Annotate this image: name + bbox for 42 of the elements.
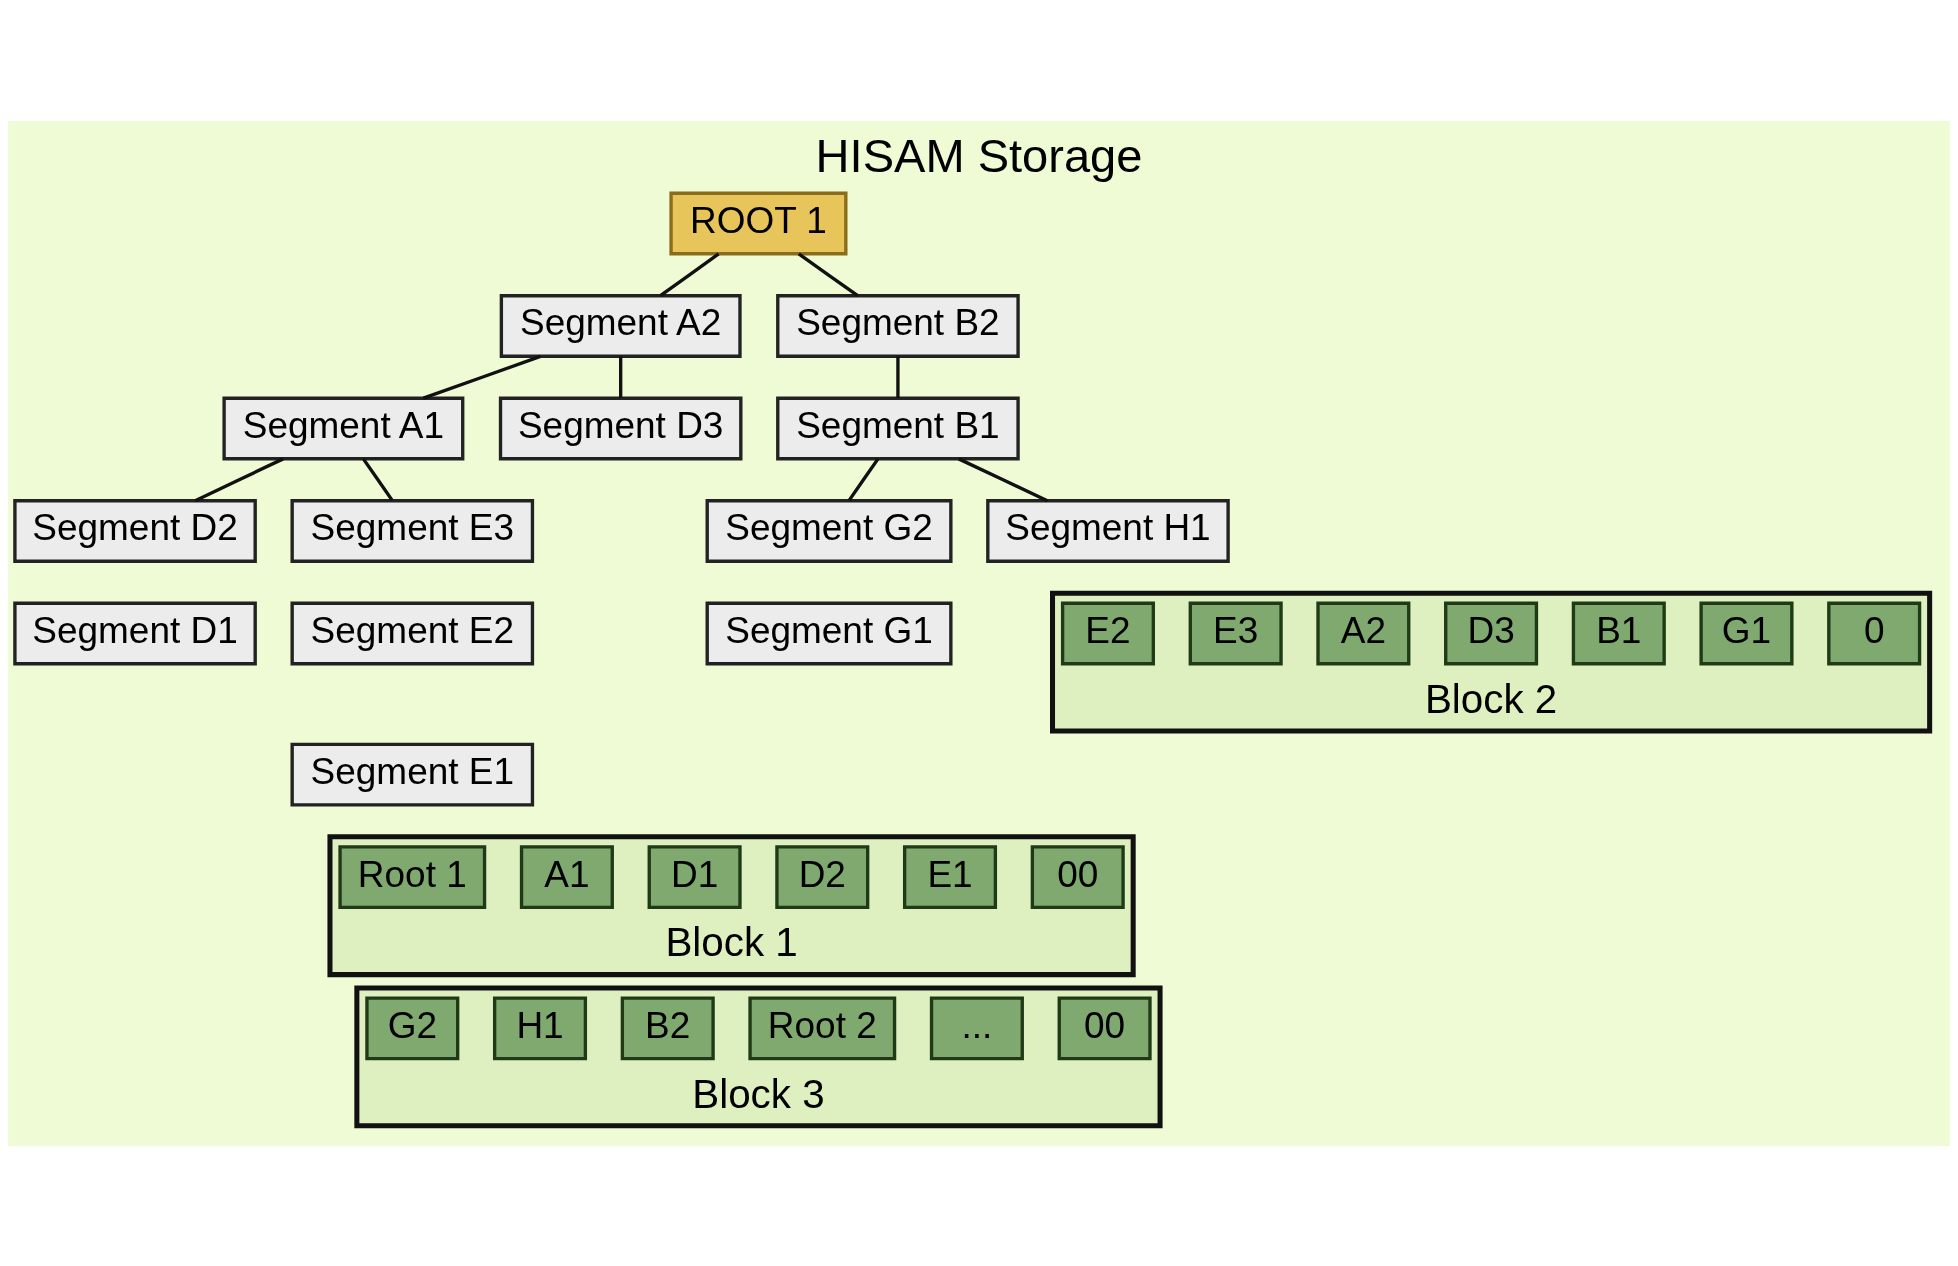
node-box: A1 bbox=[519, 844, 614, 909]
node-box: Segment D1 bbox=[13, 601, 257, 665]
node-box: A2 bbox=[1316, 601, 1411, 665]
node-box: E1 bbox=[902, 844, 998, 909]
node-box: E2 bbox=[1060, 601, 1155, 665]
connector bbox=[422, 354, 542, 400]
node-box: Segment D2 bbox=[13, 498, 257, 563]
node-box: D3 bbox=[1444, 601, 1539, 665]
node-box: Segment G1 bbox=[705, 601, 953, 665]
node-box: E3 bbox=[1188, 601, 1283, 665]
node-box: G1 bbox=[1699, 601, 1794, 665]
node-box: Segment H1 bbox=[986, 498, 1230, 563]
node-box: Segment G2 bbox=[705, 498, 953, 563]
connector bbox=[361, 457, 394, 501]
node-box: D1 bbox=[647, 844, 742, 909]
node-box: Segment B1 bbox=[776, 396, 1020, 460]
node-box: ... bbox=[929, 995, 1024, 1060]
node-box: Segment E1 bbox=[290, 742, 535, 807]
node-box: Segment D3 bbox=[498, 396, 743, 460]
node-box: ROOT 1 bbox=[669, 191, 848, 255]
node-box: G2 bbox=[365, 995, 460, 1060]
connector bbox=[619, 355, 623, 398]
node-box: H1 bbox=[492, 995, 588, 1060]
connector bbox=[896, 355, 900, 398]
connector bbox=[797, 252, 859, 297]
node-box: Segment B2 bbox=[776, 293, 1020, 358]
node-box: Segment A1 bbox=[222, 396, 465, 460]
node-box: 00 bbox=[1057, 995, 1152, 1060]
diagram-title: HISAM Storage bbox=[815, 128, 1143, 182]
node-box: Segment E3 bbox=[290, 498, 535, 563]
node-box: Segment E2 bbox=[290, 601, 535, 665]
node-box: D2 bbox=[775, 844, 870, 909]
node-box: B2 bbox=[620, 995, 715, 1060]
node-box: 00 bbox=[1030, 844, 1125, 909]
node-box: Root 1 bbox=[338, 844, 487, 909]
connector bbox=[847, 457, 880, 501]
node-box: Segment A2 bbox=[499, 293, 742, 358]
connector bbox=[194, 456, 284, 502]
connector bbox=[957, 456, 1049, 502]
node-box: Root 2 bbox=[748, 995, 897, 1060]
node-box: B1 bbox=[1571, 601, 1666, 665]
node-box: 0 bbox=[1827, 601, 1922, 665]
